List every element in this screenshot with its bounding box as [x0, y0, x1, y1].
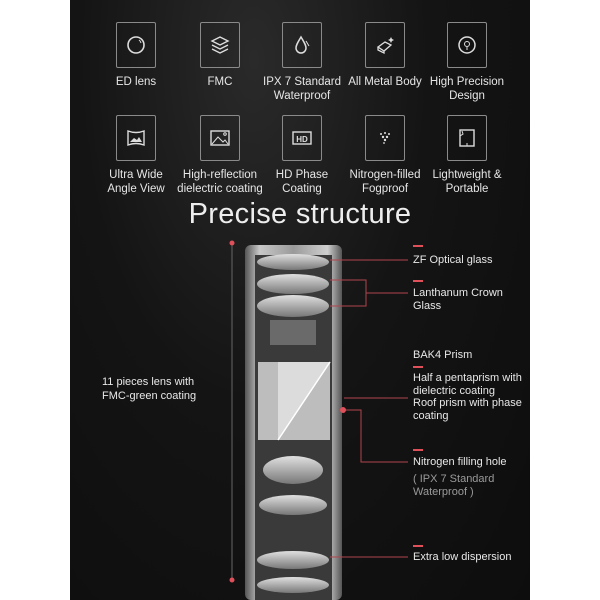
callout-lanthanum: Lanthanum Crown Glass: [413, 287, 503, 312]
nitrogen-hole-marker: [340, 407, 346, 413]
lens-element: [257, 577, 329, 593]
accent-dash: [413, 245, 423, 247]
feature-label: Ultra Wide Angle View: [107, 169, 165, 195]
feature-particles: Nitrogen-filled Fogproof: [340, 115, 430, 196]
accent-dash: [413, 545, 423, 547]
accent-dash: [413, 449, 423, 451]
leader-lines: [330, 259, 408, 558]
callout-zf-glass: ZF Optical glass: [413, 254, 493, 266]
feature-lens: ED lens: [91, 22, 181, 89]
feature-hd: HD HD Phase Coating: [257, 115, 347, 196]
feature-label: HD Phase Coating: [275, 169, 329, 195]
hd-icon: HD: [282, 115, 322, 161]
lens-element: [263, 456, 323, 484]
monocular-body: [245, 245, 342, 600]
feature-layers: FMC: [175, 22, 265, 89]
lens-element: [259, 495, 327, 515]
wide-angle-icon: [116, 115, 156, 161]
feature-label: Lightweight & Portable: [432, 169, 502, 195]
accent-dash: [413, 366, 423, 368]
feature-wide-angle: Ultra Wide Angle View: [91, 115, 181, 196]
layers-icon: [200, 22, 240, 68]
feature-label: High Precision Design: [429, 76, 505, 102]
svg-text:HD: HD: [296, 135, 308, 144]
feature-lightweight: Lightweight & Portable: [422, 115, 512, 196]
precision-target-icon: [447, 22, 487, 68]
lens-count-label: 11 pieces lens with FMC-green coating: [102, 376, 197, 402]
section-title: Precise structure: [188, 198, 412, 230]
feature-metal-ingot: All Metal Body: [340, 22, 430, 89]
feature-precision-target: High Precision Design: [422, 22, 512, 103]
scale-dot-bottom: [229, 577, 235, 583]
feature-label: ED lens: [115, 76, 157, 88]
callout-nitrogen: Nitrogen filling hole: [413, 456, 507, 468]
callout-bak4: BAK4 Prism: [413, 349, 473, 361]
metal-ingot-icon: [365, 22, 405, 68]
scale-dot-top: [229, 240, 235, 246]
accent-dash: [413, 280, 423, 282]
lens-element: [257, 274, 329, 294]
lens-element: [257, 295, 329, 317]
feature-water-drop: IPX 7 Standard Waterproof: [257, 22, 347, 103]
particles-icon: [365, 115, 405, 161]
feature-label: High-reflection dielectric coating: [177, 169, 263, 195]
image-icon: [200, 115, 240, 161]
feature-image: High-reflection dielectric coating: [175, 115, 265, 196]
water-drop-icon: [282, 22, 322, 68]
lens-element: [257, 254, 329, 270]
feature-label: FMC: [207, 76, 233, 88]
callout-nitrogen-sub: ( IPX 7 Standard Waterproof ): [413, 473, 495, 498]
callout-pentaprism: Half a pentaprism with dielectric coatin…: [413, 372, 522, 397]
callout-roof-prism: Roof prism with phase coating: [413, 397, 522, 422]
feature-label: All Metal Body: [348, 76, 422, 88]
feature-label: Nitrogen-filled Fogproof: [349, 169, 421, 195]
callout-extra-low-dispersion: Extra low dispersion: [413, 551, 512, 563]
lightweight-icon: [447, 115, 487, 161]
feature-label: IPX 7 Standard Waterproof: [263, 76, 341, 102]
lens-element: [257, 551, 329, 569]
lens-icon: [116, 22, 156, 68]
